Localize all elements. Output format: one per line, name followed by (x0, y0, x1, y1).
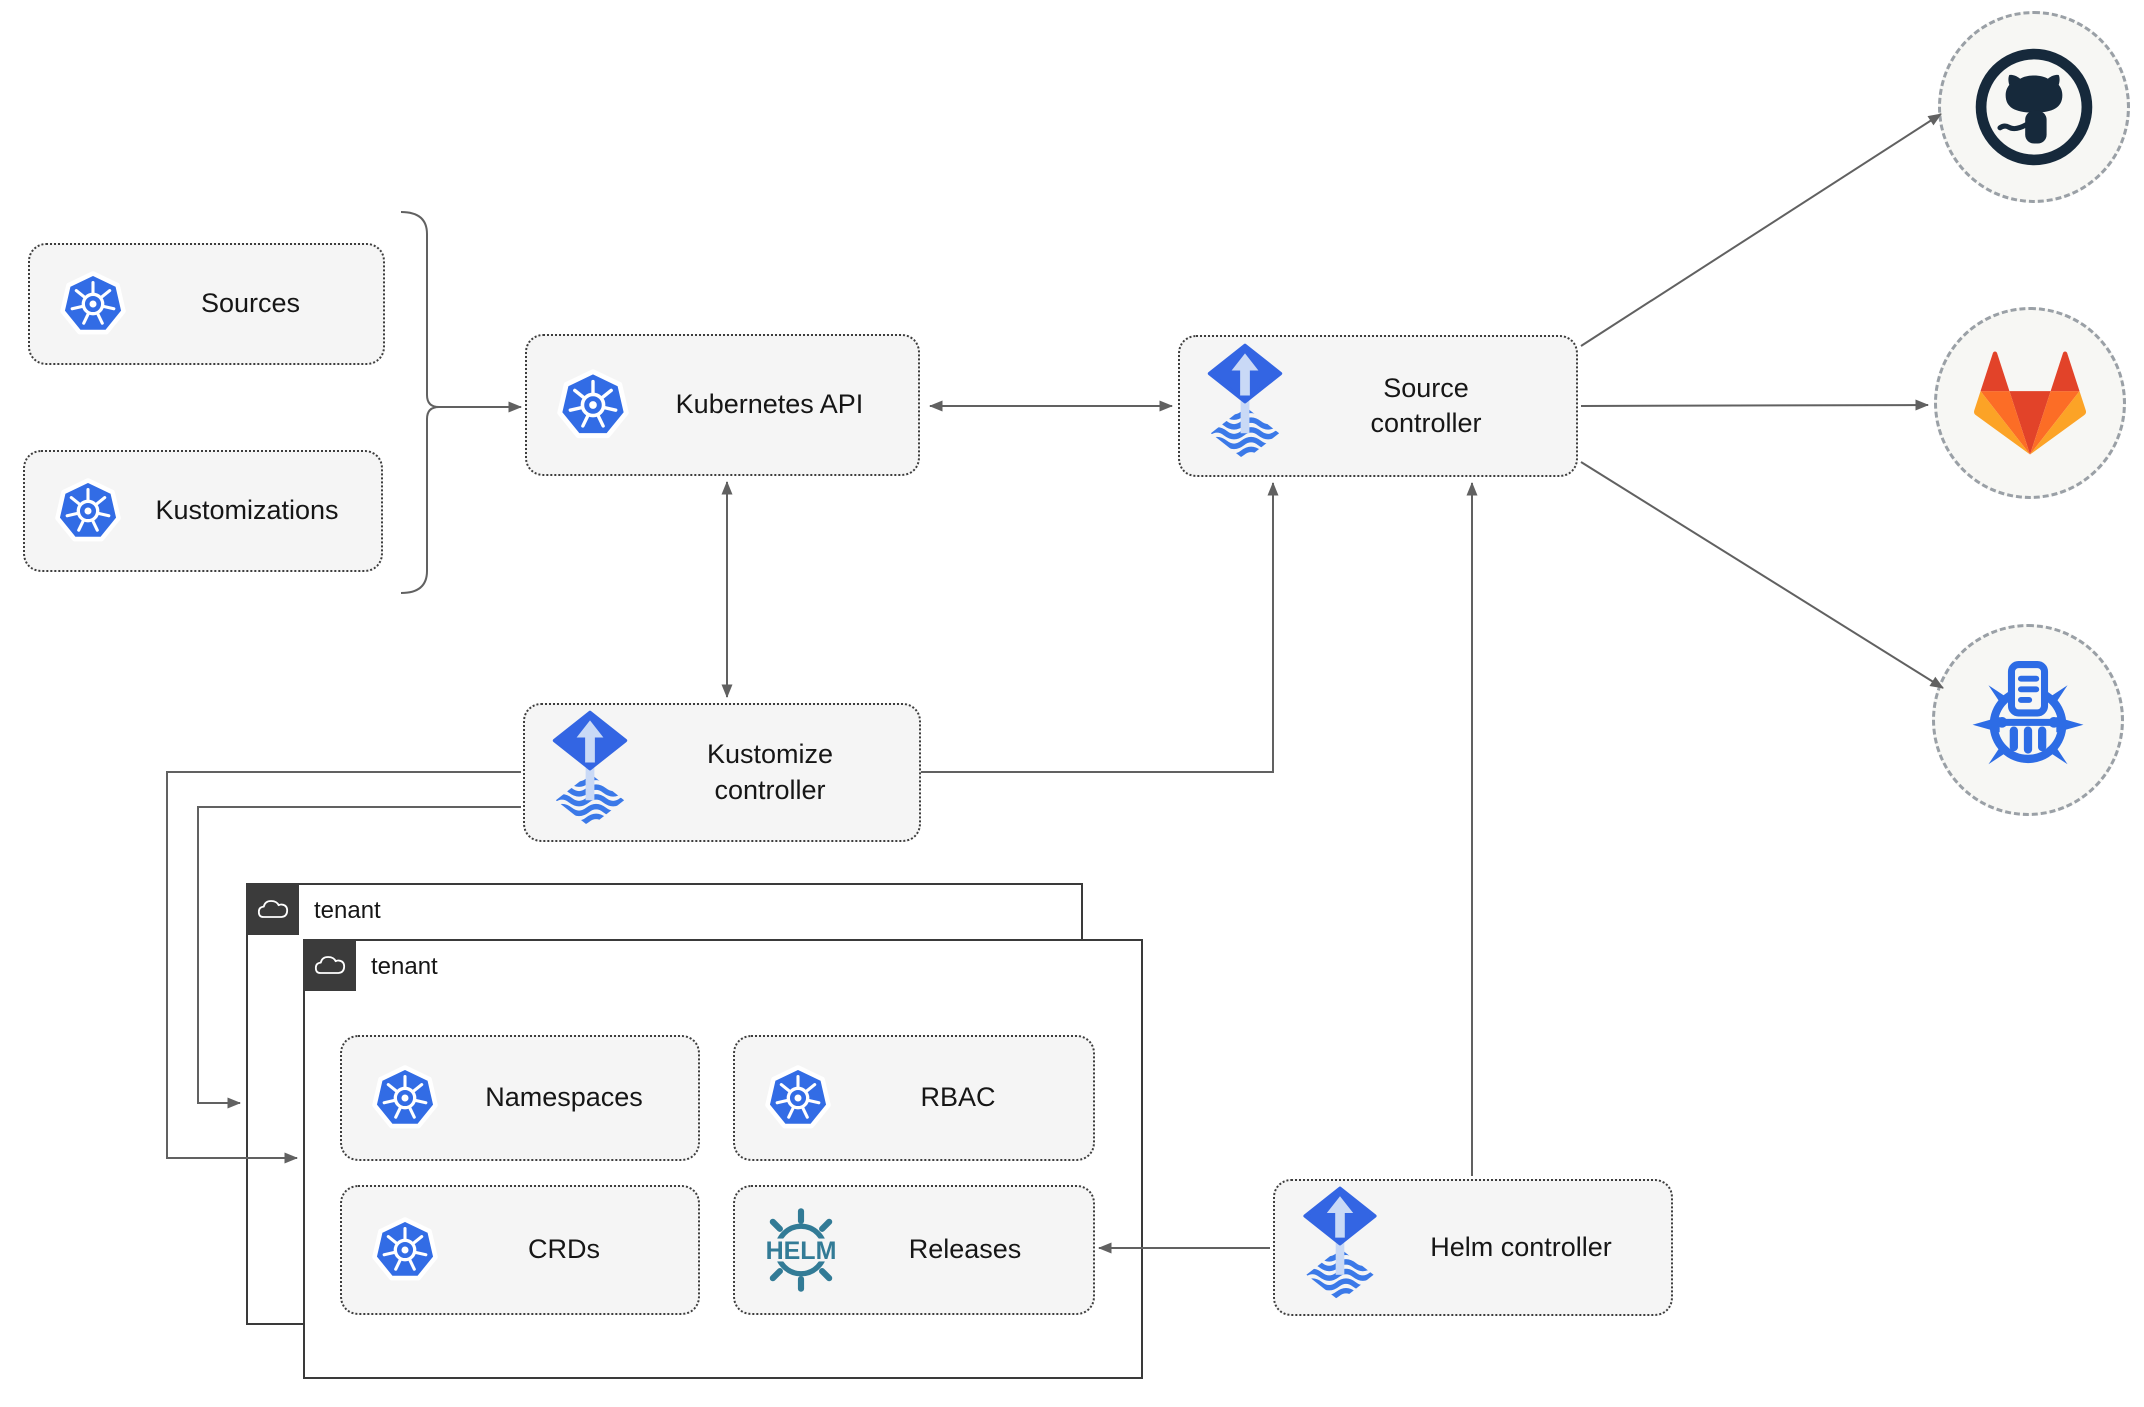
edge-source-to-harbor (1580, 461, 1944, 689)
node-helm-controller: Helm controller (1273, 1179, 1673, 1316)
edge-source-to-gitlab (1580, 399, 1929, 411)
node-sources-label: Sources (200, 288, 301, 319)
flux-icon (1206, 347, 1284, 465)
tenant-outer-label: tenant (314, 897, 381, 924)
node-rbac: RBAC (733, 1035, 1095, 1161)
node-rbac-label: RBAC (920, 1082, 996, 1113)
node-kustomize-controller: Kustomize controller (523, 703, 921, 842)
node-crds-label: CRDs (528, 1234, 600, 1265)
github-octocat-icon (1971, 44, 2097, 170)
cloud-icon (313, 953, 347, 977)
tenant-inner-label: tenant (371, 953, 438, 980)
node-kubernetes-api-label: Kubernetes API (675, 389, 864, 420)
kubernetes-icon (557, 369, 629, 441)
node-kustomizations-label: Kustomizations (155, 495, 339, 526)
node-crds: CRDs (340, 1185, 700, 1315)
kubernetes-icon (372, 1065, 438, 1131)
node-releases: HELM Releases (733, 1185, 1095, 1315)
group-bracket (400, 211, 440, 594)
harbor-registry-icon (1969, 661, 2087, 779)
flux-icon (1301, 1190, 1379, 1306)
endpoint-harbor (1932, 624, 2124, 816)
node-releases-label: Releases (908, 1234, 1022, 1265)
kubernetes-icon (765, 1065, 831, 1131)
node-source-controller: Source controller (1178, 335, 1578, 477)
edge-kustomize-to-source (921, 482, 1279, 773)
node-source-controller-label: Source controller (1370, 372, 1482, 438)
node-kustomizations: Kustomizations (23, 450, 383, 572)
node-namespaces-label: Namespaces (485, 1082, 643, 1113)
endpoint-gitlab (1934, 307, 2126, 499)
node-helm-controller-label: Helm controller (1430, 1231, 1612, 1262)
endpoint-github (1938, 11, 2130, 203)
node-kustomize-controller-label: Kustomize controller (706, 739, 834, 805)
node-namespaces: Namespaces (340, 1035, 700, 1161)
tenant-outer-header-tab (246, 883, 299, 935)
helm-icon: HELM (757, 1206, 845, 1294)
cloud-icon (256, 897, 290, 921)
kubernetes-icon (60, 271, 126, 337)
tenant-box-inner: tenant Namespaces RBAC CRDs HELM Release… (303, 939, 1143, 1379)
flux-icon (551, 714, 629, 832)
tenant-inner-header-tab (303, 939, 356, 991)
node-sources: Sources (28, 243, 385, 365)
kubernetes-icon (372, 1217, 438, 1283)
gitlab-tanuki-icon (1974, 351, 2086, 455)
edge-source-to-github (1580, 113, 1942, 347)
helm-logo-text: HELM (765, 1236, 837, 1265)
kubernetes-icon (55, 478, 121, 544)
node-kubernetes-api: Kubernetes API (525, 334, 920, 476)
